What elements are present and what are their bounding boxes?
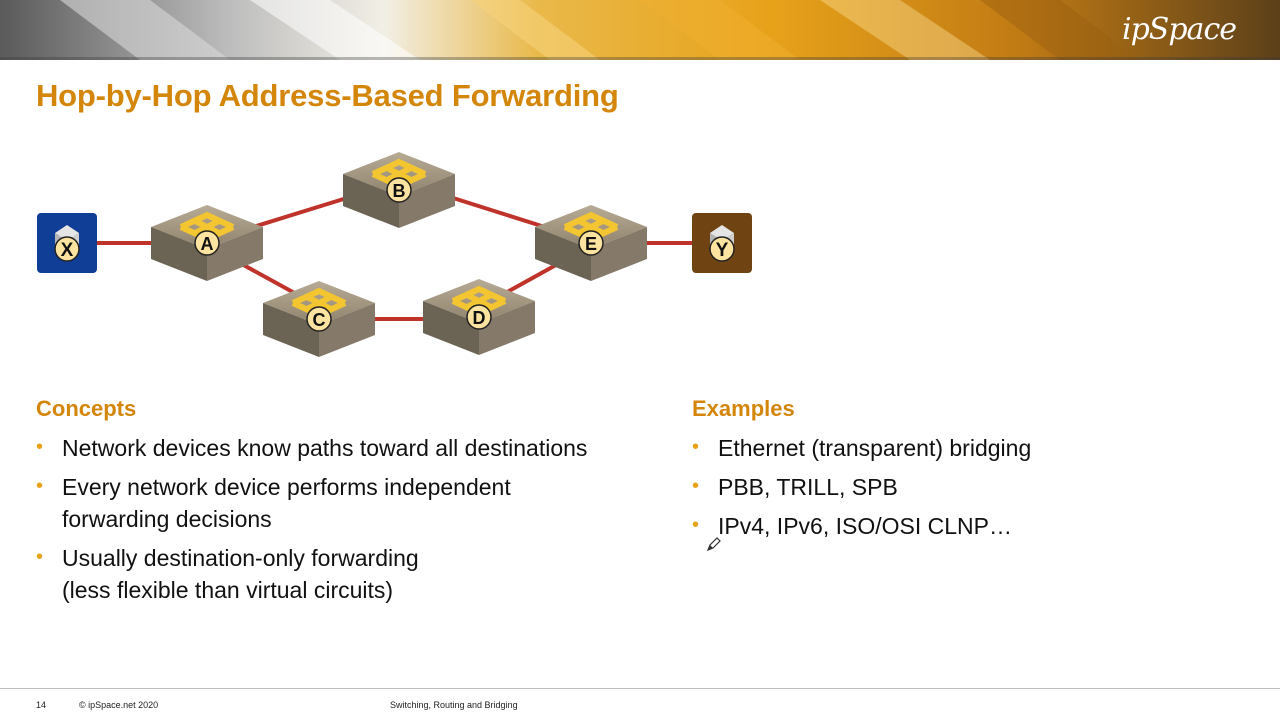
link-a-c [237,260,301,298]
list-item-line: Every network device performs independen… [62,474,511,500]
concepts-section: Concepts Network devices know paths towa… [36,396,656,613]
list-item-line: forwarding decisions [62,506,272,532]
examples-list: Ethernet (transparent) bridging PBB, TRI… [692,431,1252,542]
host-y-label: Y [716,240,729,261]
list-item-line: Ethernet (transparent) bridging [718,435,1032,461]
list-item: Network devices know paths toward all de… [36,431,656,464]
switch-b: B [343,152,455,228]
concepts-heading: Concepts [36,396,137,421]
page-number: 14 [36,700,47,710]
switch-e-label: E [585,234,597,254]
header-banner: ipSpace [0,0,1280,60]
host-x-label: X [61,240,74,261]
pen-cursor-icon [706,537,721,552]
list-item-line: IPv4, IPv6, ISO/OSI CLNP… [718,513,1012,539]
network-diagram: X Y A B C D [37,152,752,357]
list-item: PBB, TRILL, SPB [692,470,1252,503]
concepts-list: Network devices know paths toward all de… [36,431,656,606]
slide-title: Hop-by-Hop Address-Based Forwarding [36,78,619,113]
list-item: IPv4, IPv6, ISO/OSI CLNP… [692,509,1252,542]
examples-section: Examples Ethernet (transparent) bridging… [692,396,1252,549]
list-item-line: Usually destination-only forwarding [62,545,419,571]
list-item: Ethernet (transparent) bridging [692,431,1252,464]
switch-c-label: C [313,310,326,330]
switch-e: E [535,205,647,281]
banner-graphic [0,0,1280,60]
host-x: X [37,213,97,273]
examples-heading: Examples [692,396,795,421]
course-title: Switching, Routing and Bridging [390,700,518,710]
ipspace-logo: ipSpace [1122,12,1237,47]
switch-a-label: A [201,234,214,254]
link-a-b [249,195,351,230]
switch-d-label: D [473,308,486,328]
list-item-line: PBB, TRILL, SPB [718,474,898,500]
switch-c: C [263,281,375,357]
list-item-line: Network devices know paths toward all de… [62,435,588,461]
list-item-line: (less flexible than virtual circuits) [62,577,394,603]
switch-b-label: B [393,181,406,201]
switch-d: D [423,279,535,355]
footer-divider [0,688,1280,689]
list-item: Every network device performs independen… [36,470,656,535]
copyright-text: © ipSpace.net 2020 [79,700,159,710]
host-y: Y [692,213,752,273]
link-b-e [449,195,549,230]
switch-a: A [151,205,263,281]
list-item: Usually destination-only forwarding (les… [36,541,656,606]
